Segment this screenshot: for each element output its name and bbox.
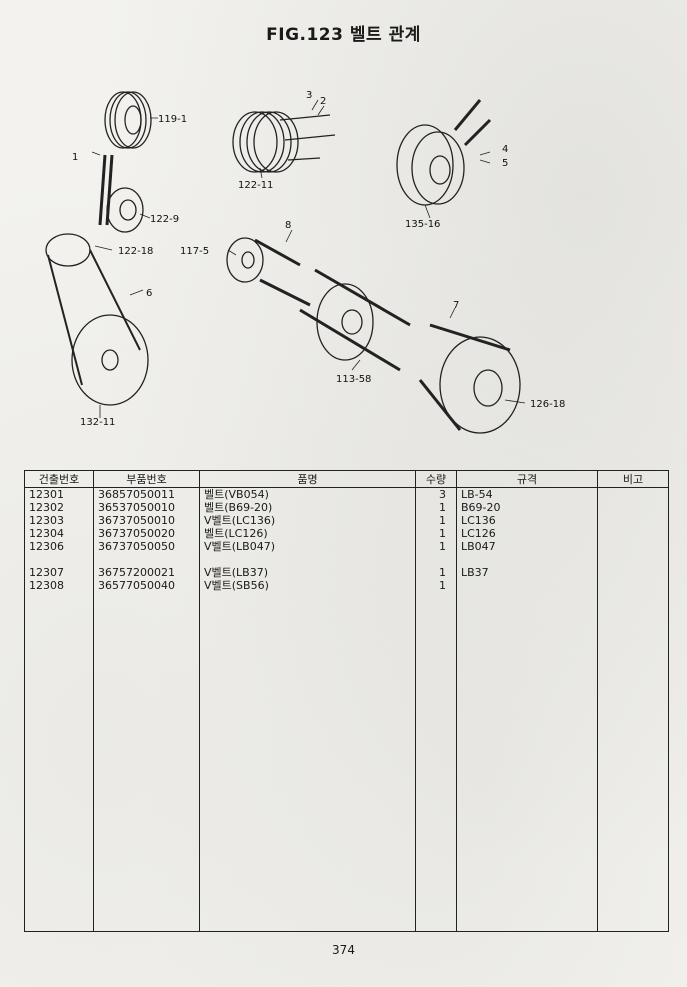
cell-part: 36857050011: [93, 487, 200, 501]
cell-qty: 1: [415, 501, 457, 514]
cell-qty: 1: [415, 579, 457, 592]
cell-name: V벨트(SB56): [199, 579, 416, 592]
pulley-122-9: [106, 187, 144, 233]
callout-label: 5: [502, 158, 508, 169]
table-row: 12308 36577050040 V벨트(SB56) 1: [24, 579, 669, 592]
callout-label: 122-18: [118, 246, 153, 257]
callout-label: 117-5: [180, 246, 209, 257]
cell-note: [597, 579, 669, 592]
cell-spec: LC136: [456, 514, 598, 527]
callout-label: 8: [285, 220, 291, 231]
callout-label: 126-18: [530, 399, 565, 410]
cell-spec: [456, 579, 598, 592]
pulley-126-18: [418, 323, 521, 434]
cell-spec: LB37: [456, 566, 598, 579]
cell-spec: [456, 553, 598, 566]
belt-diagram: 119-1 1 3 2 122-11 122-9 4 5 135-16 122-…: [45, 90, 565, 434]
pulley-group-119: [104, 91, 152, 149]
page-number: 374: [332, 943, 355, 957]
table-header-row: 건출번호 부품번호 품명 수량 규격 비고: [24, 470, 669, 488]
cell-name: V벨트(LC136): [199, 514, 416, 527]
cell-spec: LB047: [456, 540, 598, 553]
cell-name: 벨트(VB054): [199, 487, 416, 501]
pulley-135-16: [396, 99, 492, 206]
table-row: 12301 36857050011 벨트(VB054) 3 LB-54: [24, 487, 669, 501]
table-row: [24, 553, 669, 566]
table-row: 12304 36737050020 벨트(LC126) 1 LC126: [24, 527, 669, 540]
cell-no: 12307: [24, 566, 94, 579]
cell-spec: LB-54: [456, 487, 598, 501]
pulley-113-58: [299, 268, 411, 372]
callout-label: 2: [320, 96, 326, 107]
callout-label: 119-1: [158, 114, 187, 125]
cell-qty: 1: [415, 514, 457, 527]
table-row: 12307 36757200021 V벨트(LB37) 1 LB37: [24, 566, 669, 579]
cell-spec: B69-20: [456, 501, 598, 514]
column-header: 부품번호: [93, 470, 200, 488]
cell-qty: 3: [415, 487, 457, 501]
table-row: 12303 36737050010 V벨트(LC136) 1 LC136: [24, 514, 669, 527]
callout-label: 6: [146, 288, 152, 299]
cell-part: [93, 553, 200, 566]
cell-note: [597, 566, 669, 579]
cell-part: 36757200021: [93, 566, 200, 579]
column-header: 건출번호: [24, 470, 94, 488]
column-header: 수량: [415, 470, 457, 488]
cell-qty: 1: [415, 527, 457, 540]
diagram-callouts: 119-1 1 3 2 122-11 122-9 4 5 135-16 122-…: [72, 90, 565, 428]
cell-note: [597, 514, 669, 527]
cell-part: 36537050010: [93, 501, 200, 514]
cell-name: V벨트(LB37): [199, 566, 416, 579]
column-header: 비고: [597, 470, 669, 488]
parts-table: 건출번호 부품번호 품명 수량 규격 비고 12301 36857050011 …: [24, 470, 669, 932]
cell-name: 벨트(LC126): [199, 527, 416, 540]
cell-no: [24, 553, 94, 566]
table-row: 12306 36737050050 V벨트(LB047) 1 LB047: [24, 540, 669, 553]
cell-no: 12301: [24, 487, 94, 501]
callout-label: 122-9: [150, 214, 179, 225]
table-row: 12302 36537050010 벨트(B69-20) 1 B69-20: [24, 501, 669, 514]
cell-note: [597, 553, 669, 566]
cell-note: [597, 527, 669, 540]
cell-note: [597, 487, 669, 501]
cell-part: 36737050010: [93, 514, 200, 527]
callout-label: 7: [453, 300, 459, 311]
cell-name: 벨트(B69-20): [199, 501, 416, 514]
cell-no: 12303: [24, 514, 94, 527]
column-header: 품명: [199, 470, 416, 488]
cell-no: 12302: [24, 501, 94, 514]
cell-name: V벨트(LB047): [199, 540, 416, 553]
callout-label: 1: [72, 152, 78, 163]
belt-1: [98, 154, 114, 226]
cell-name: [199, 553, 416, 566]
belt-loop-132-11: [45, 233, 149, 406]
pulley-117-5: [226, 237, 311, 307]
cell-spec: LC126: [456, 527, 598, 540]
cell-qty: 1: [415, 540, 457, 553]
column-header: 규격: [456, 470, 598, 488]
cell-part: 36577050040: [93, 579, 200, 592]
cell-qty: 1: [415, 566, 457, 579]
cell-note: [597, 501, 669, 514]
callout-label: 3: [306, 90, 312, 101]
callout-label: 4: [502, 144, 508, 155]
cell-note: [597, 540, 669, 553]
cell-part: 36737050020: [93, 527, 200, 540]
callout-label: 132-11: [80, 417, 115, 428]
callout-label: 135-16: [405, 219, 440, 230]
cell-no: 12308: [24, 579, 94, 592]
cell-no: 12304: [24, 527, 94, 540]
table-filler-row: [24, 592, 669, 932]
cell-no: 12306: [24, 540, 94, 553]
cell-qty: [415, 553, 457, 566]
callout-label: 122-11: [238, 180, 273, 191]
coil-belts-122-11: [232, 111, 336, 173]
page-title: FIG.123 벨트 관계: [266, 25, 421, 45]
callout-label: 113-58: [336, 374, 371, 385]
cell-part: 36737050050: [93, 540, 200, 553]
